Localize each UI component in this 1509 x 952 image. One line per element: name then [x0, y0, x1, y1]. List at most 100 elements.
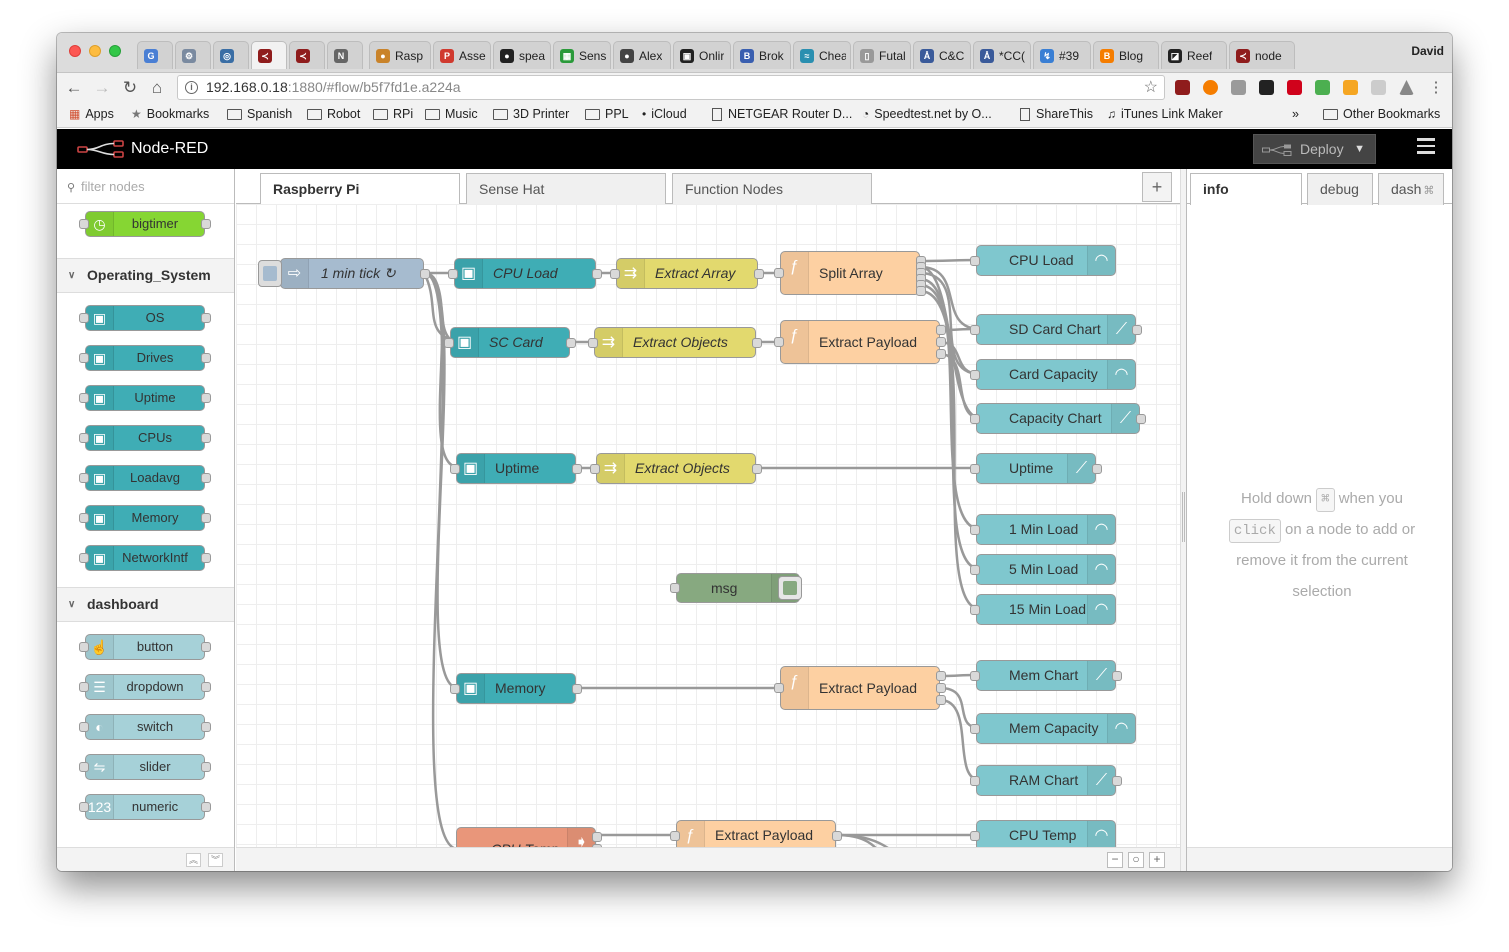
dashboard-gauge-node[interactable]: ◠1 Min Load — [976, 514, 1116, 545]
node-port[interactable] — [79, 553, 89, 563]
node-port[interactable] — [420, 268, 430, 279]
add-flow-icon[interactable]: + — [1142, 172, 1172, 202]
dashboard-gauge-node[interactable]: ◠15 Min Load — [976, 594, 1116, 625]
node-port[interactable] — [201, 433, 211, 443]
node-port[interactable] — [610, 268, 620, 279]
node-port[interactable] — [572, 463, 582, 474]
dashboard-chart-node[interactable]: ⟋Uptime — [976, 453, 1096, 484]
node-port[interactable] — [774, 683, 784, 693]
tab-raspberry-pi[interactable]: Raspberry Pi — [260, 173, 460, 205]
palette-node[interactable]: ▣Uptime — [85, 385, 205, 411]
node-port[interactable] — [201, 353, 211, 363]
palette-category[interactable]: ∨dashboard — [57, 587, 234, 622]
zoom-out-icon[interactable]: − — [1107, 852, 1123, 868]
back-icon[interactable]: ← — [65, 78, 83, 97]
uptime-os-node[interactable]: ▣Uptime — [456, 453, 576, 484]
node-port[interactable] — [592, 268, 602, 279]
node-port[interactable] — [936, 337, 946, 347]
node-port[interactable] — [774, 337, 784, 347]
browser-tab[interactable]: ◎ — [213, 41, 249, 69]
extract-objects-node[interactable]: ⇉Extract Objects — [594, 327, 756, 358]
node-port[interactable] — [201, 682, 211, 692]
node-port[interactable] — [936, 683, 946, 693]
node-port[interactable] — [79, 722, 89, 732]
palette-category[interactable]: ∨Operating_System — [57, 258, 234, 293]
node-port[interactable] — [936, 349, 946, 359]
bookmark-item[interactable]: RPi — [373, 107, 413, 121]
node-port[interactable] — [448, 268, 458, 279]
dashboard-chart-node[interactable]: ⟋Mem Chart — [976, 660, 1116, 691]
node-port[interactable] — [79, 802, 89, 812]
sc-card-node[interactable]: ▣SC Card — [450, 327, 570, 358]
extension-blogger-icon[interactable] — [1343, 80, 1358, 95]
zoom-window-button[interactable] — [109, 45, 121, 57]
node-port[interactable] — [79, 433, 89, 443]
browser-tab[interactable]: ≺ — [251, 41, 287, 69]
extract-array-node[interactable]: ⇉Extract Array — [616, 258, 758, 289]
browser-tab[interactable]: ≈Chea — [793, 41, 851, 69]
node-port[interactable] — [670, 583, 680, 593]
extension-lastpass-icon[interactable] — [1287, 80, 1302, 95]
node-port[interactable] — [201, 642, 211, 652]
node-port[interactable] — [201, 802, 211, 812]
dashboard-chart-node[interactable]: ⟋RAM Chart — [976, 765, 1116, 796]
bookmark-star-icon[interactable]: ☆ — [1143, 79, 1158, 96]
node-port[interactable] — [970, 524, 980, 535]
browser-tab[interactable]: ▯Futal — [853, 41, 911, 69]
browser-tab[interactable]: ●Alex — [613, 41, 671, 69]
reload-icon[interactable]: ↻ — [122, 78, 138, 97]
node-port[interactable] — [1132, 324, 1142, 335]
node-port[interactable] — [79, 393, 89, 403]
node-port[interactable] — [79, 642, 89, 652]
node-port[interactable] — [588, 337, 598, 348]
debug-toggle-button[interactable] — [778, 576, 802, 600]
minimize-window-button[interactable] — [89, 45, 101, 57]
browser-tab[interactable]: ●Rasp — [369, 41, 431, 69]
chrome-menu-icon[interactable]: ⋮ — [1428, 79, 1444, 96]
node-port[interactable] — [970, 413, 980, 424]
dashboard-gauge-node[interactable]: ◠Card Capacity — [976, 359, 1136, 390]
site-info-icon[interactable]: i — [185, 81, 198, 94]
memory-os-node[interactable]: ▣Memory — [456, 673, 576, 704]
bookmark-item[interactable]: ShareThis — [1020, 107, 1093, 121]
node-port[interactable] — [970, 775, 980, 786]
palette-node[interactable]: ☝button — [85, 634, 205, 660]
bookmark-item[interactable]: •iCloud — [642, 107, 687, 121]
node-port[interactable] — [444, 337, 454, 348]
dashboard-gauge-node[interactable]: ◠Mem Capacity — [976, 713, 1136, 744]
node-port[interactable] — [592, 844, 602, 847]
tab-sense-hat[interactable]: Sense Hat — [466, 173, 666, 205]
node-port[interactable] — [79, 762, 89, 772]
palette-node[interactable]: ▣CPUs — [85, 425, 205, 451]
bookmark-item[interactable]: PPL — [585, 107, 629, 121]
browser-tab[interactable]: Å*CC( — [973, 41, 1031, 69]
zoom-reset-icon[interactable]: ○ — [1128, 852, 1144, 868]
node-port[interactable] — [970, 324, 980, 335]
node-port[interactable] — [1112, 670, 1122, 681]
home-icon[interactable]: ⌂ — [151, 78, 163, 97]
bookmark-item[interactable]: 3D Printer — [493, 107, 569, 121]
node-port[interactable] — [79, 313, 89, 323]
bookmark-item[interactable]: Robot — [307, 107, 360, 121]
node-port[interactable] — [79, 219, 89, 229]
palette-node[interactable]: ☰dropdown — [85, 674, 205, 700]
sidebar-splitter[interactable] — [1180, 169, 1186, 871]
palette-node[interactable]: ▣OS — [85, 305, 205, 331]
node-port[interactable] — [970, 604, 980, 615]
inject-trigger-button[interactable] — [258, 260, 282, 287]
tab-info[interactable]: info — [1190, 173, 1302, 205]
node-port[interactable] — [201, 219, 211, 229]
dashboard-chart-node[interactable]: ⟋SD Card Chart — [976, 314, 1136, 345]
deploy-menu-chevron-icon[interactable]: ▼ — [1354, 143, 1365, 155]
node-port[interactable] — [936, 695, 946, 705]
forward-icon[interactable]: → — [93, 78, 111, 97]
bookmark-item[interactable]: Spanish — [227, 107, 292, 121]
browser-tab[interactable]: N — [327, 41, 363, 69]
node-port[interactable] — [1092, 463, 1102, 474]
tab-dashboard[interactable]: dash⌘ — [1378, 173, 1444, 205]
extract-objects-node[interactable]: ⇉Extract Objects — [596, 453, 756, 484]
